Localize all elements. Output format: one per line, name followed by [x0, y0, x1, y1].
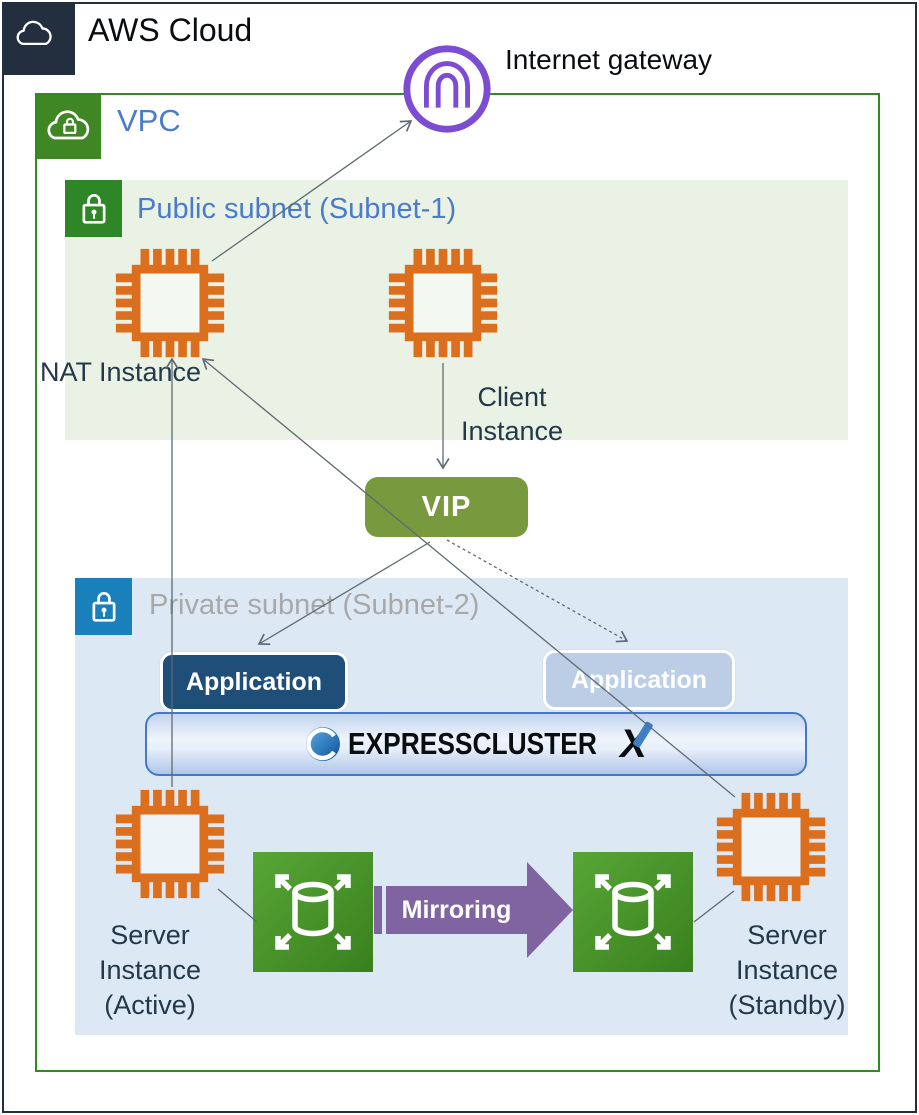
- expresscluster-x-mark: X: [620, 720, 654, 764]
- aws-cloud-icon: [2, 2, 75, 75]
- mirroring-label: Mirroring: [401, 895, 512, 924]
- mirror-disk-standby-icon: [573, 852, 693, 972]
- public-subnet-lock-icon: [65, 180, 122, 237]
- expresscluster-logo: EXPRESSCLUSTER X: [305, 720, 654, 764]
- expresscluster-wordmark: EXPRESSCLUSTER: [348, 726, 598, 761]
- expresscluster-swirl-icon: [306, 727, 341, 761]
- server-active-label: Server Instance (Active): [98, 920, 202, 1020]
- internet-gateway-icon: [400, 42, 494, 136]
- expresscluster-bar: EXPRESSCLUSTER X: [145, 712, 807, 776]
- server-active-instance-icon: [112, 786, 228, 902]
- public-subnet-title: Public subnet (Subnet-1): [137, 193, 457, 225]
- server-standby-instance-icon: [713, 789, 829, 905]
- mirroring-arrow-head: [527, 862, 573, 958]
- private-subnet-lock-icon: [75, 578, 132, 635]
- nat-instance-label: NAT Instance: [40, 357, 202, 387]
- application-active-box: Application: [160, 652, 348, 712]
- mirroring-arrow-tail: [374, 886, 382, 934]
- client-instance-label: Client Instance: [460, 382, 564, 446]
- mirroring-arrow-shaft: Mirroring: [386, 886, 527, 934]
- nat-instance-icon: [112, 245, 228, 361]
- internet-gateway-label: Internet gateway: [505, 44, 713, 75]
- vpc-label: VPC: [117, 103, 181, 138]
- vip-node: VIP: [365, 477, 528, 537]
- mirroring-arrow: Mirroring: [374, 862, 574, 958]
- aws-cloud-label: AWS Cloud: [88, 12, 253, 48]
- private-subnet-title: Private subnet (Subnet-2): [149, 589, 480, 621]
- client-instance-icon: [385, 245, 501, 361]
- server-standby-label: Server Instance (Standby): [728, 920, 846, 1020]
- application-standby-box: Application: [543, 650, 735, 710]
- mirror-disk-active-icon: [253, 852, 373, 972]
- vpc-icon: [37, 95, 101, 159]
